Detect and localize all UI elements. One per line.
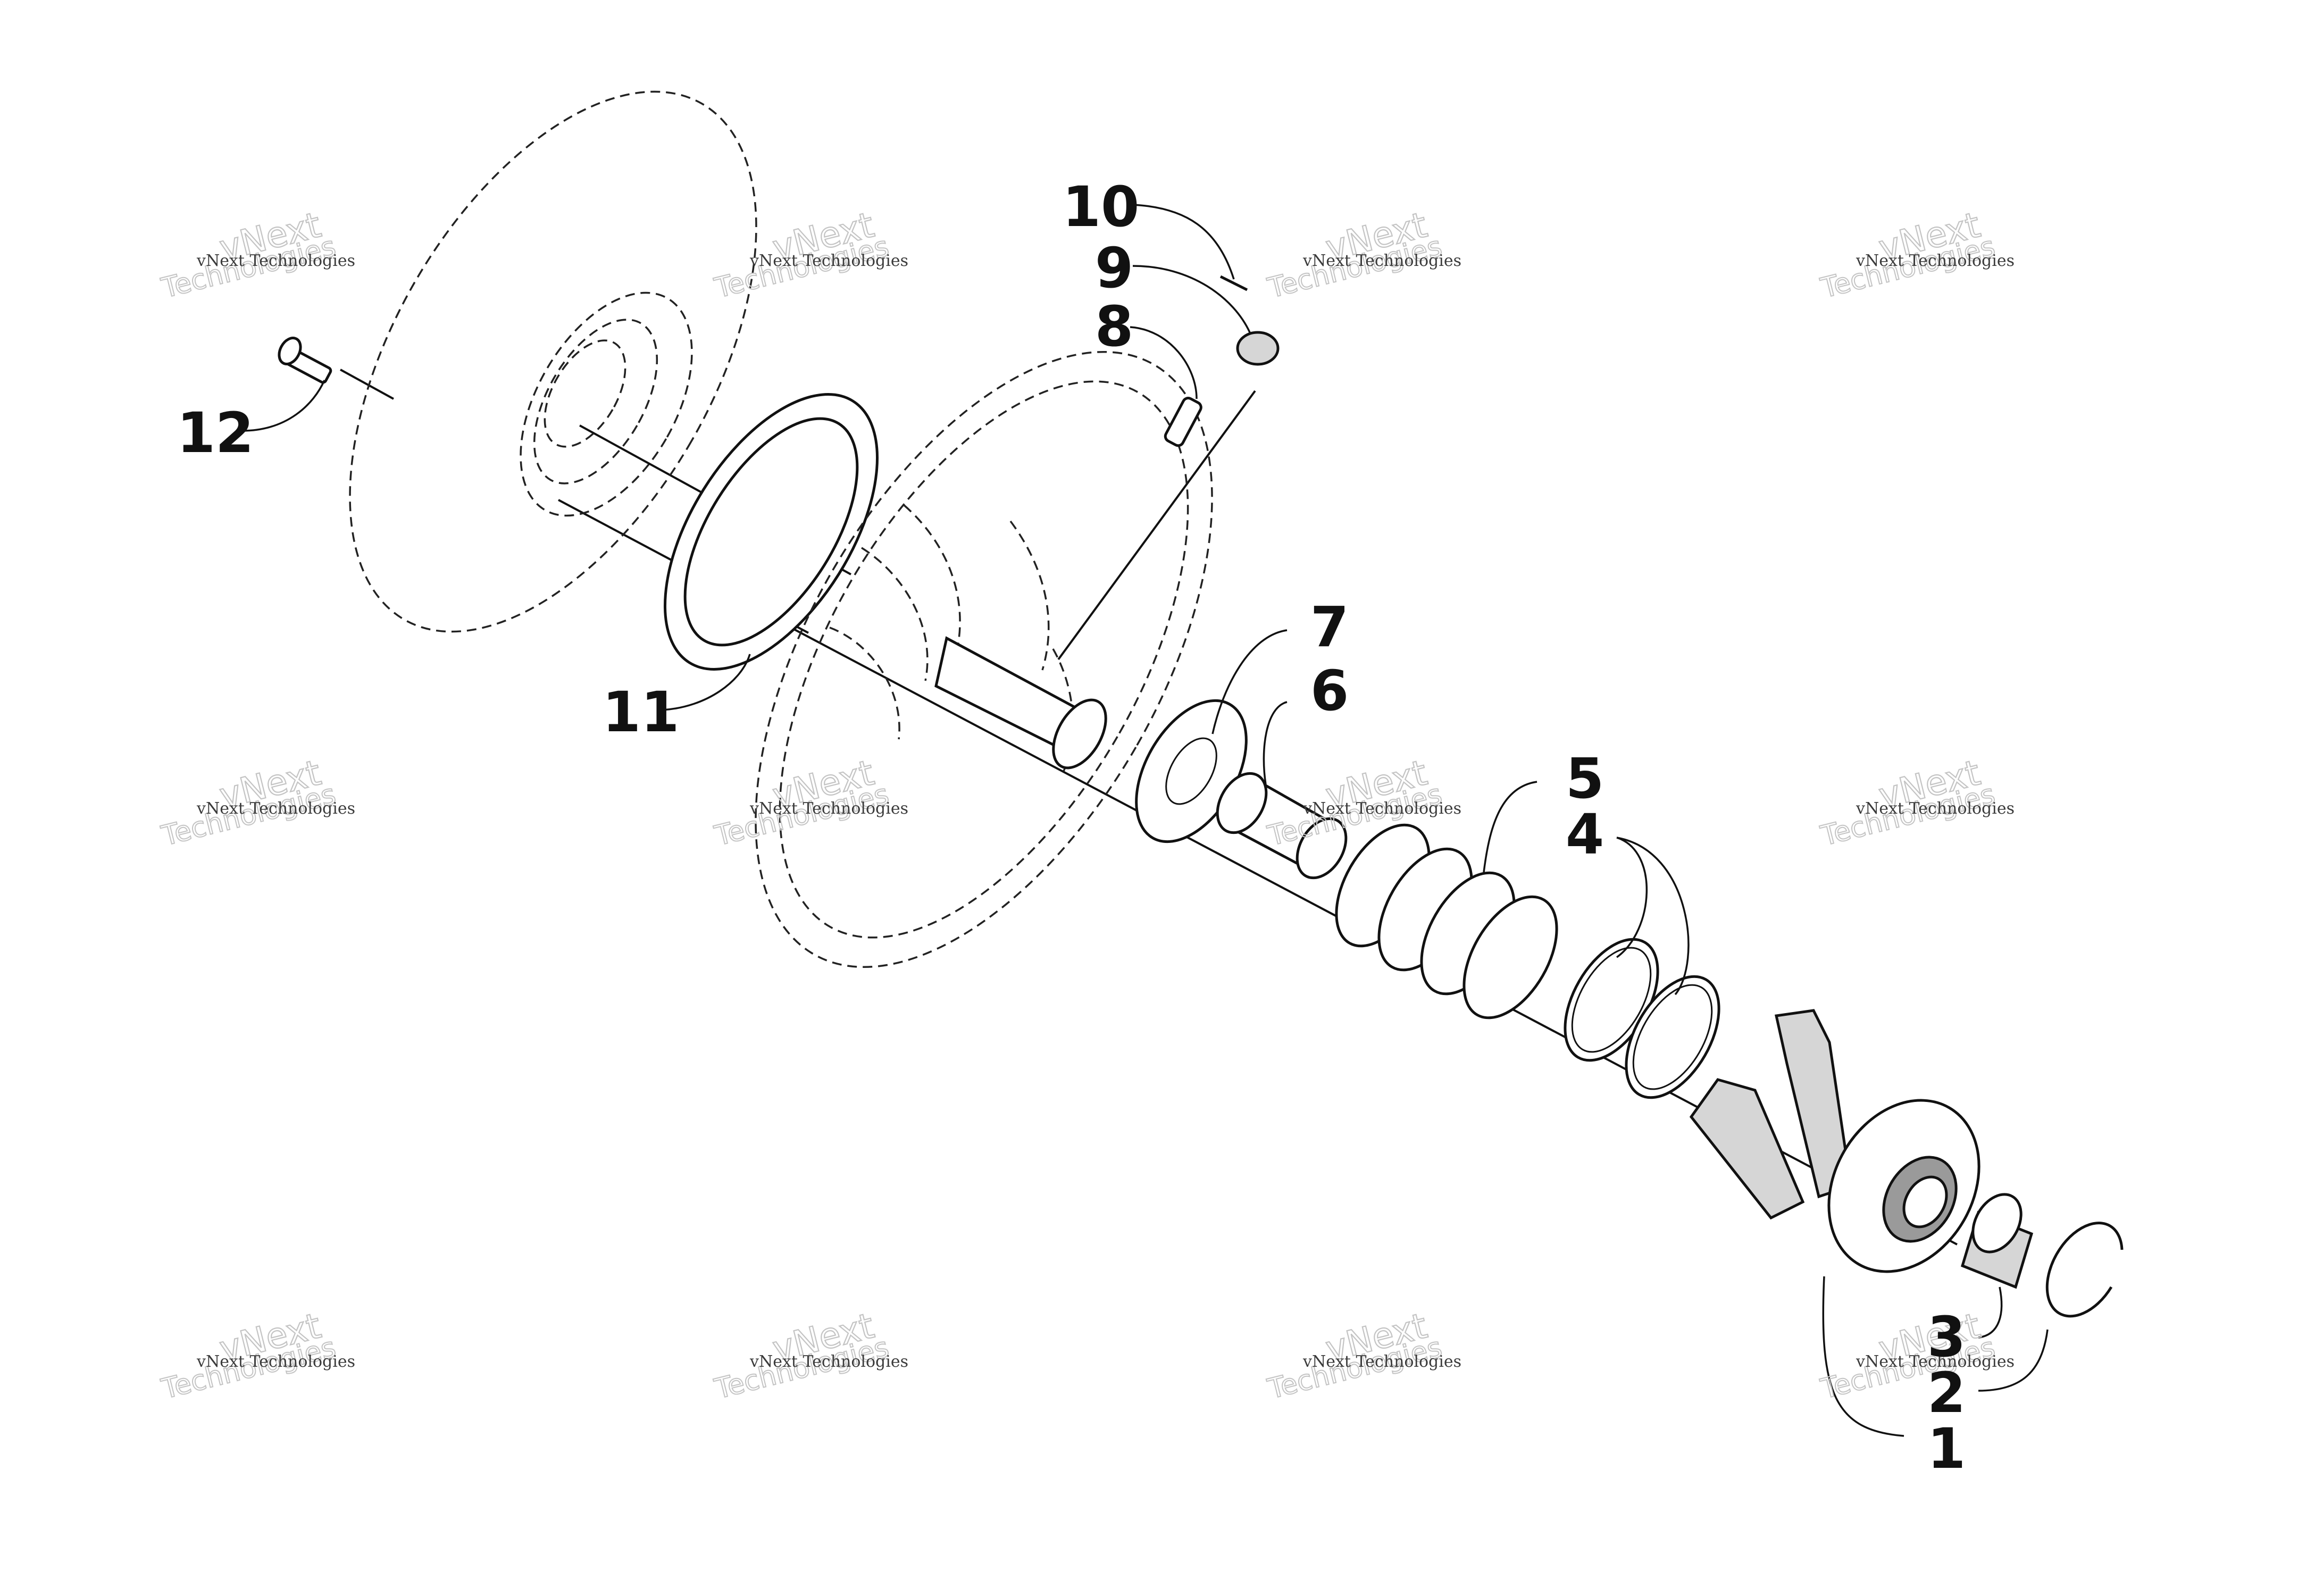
callout-6: 6 [1310, 658, 1349, 723]
watermark-text: vNext Technologies [1856, 252, 2015, 270]
watermark-text: vNext Technologies [1302, 1352, 1461, 1371]
spring-part-5 [1335, 823, 1558, 1020]
callout-3: 3 [1927, 1305, 1966, 1369]
watermark-text: vNext Technologies [1856, 1352, 2015, 1371]
pin-part-10 [1219, 275, 1248, 291]
watermark-text: vNext Technologies [196, 1352, 355, 1371]
callout-labels: 1 2 3 4 5 6 7 8 9 10 11 12 [177, 174, 1966, 1481]
watermark-text: vNext Technologies [749, 799, 908, 818]
snap-ring-part-2 [2045, 1222, 2124, 1318]
callout-2: 2 [1927, 1360, 1966, 1425]
ring-parts-4 [1564, 938, 1720, 1099]
callout-10: 10 [1063, 174, 1140, 239]
watermark-text: vNext Technologies [1302, 799, 1461, 818]
bushing-part-6 [1216, 772, 1348, 880]
callout-7: 7 [1310, 595, 1349, 659]
watermark-text: vNext Technologies [1302, 252, 1461, 270]
bolt-axis-line [340, 369, 394, 400]
watermark-text: vNext Technologies [196, 799, 355, 818]
callout-4: 4 [1566, 802, 1604, 867]
dashed-outer-sheave [349, 90, 757, 633]
gasket-ring-part-11 [664, 393, 879, 671]
watermark-text: vNext Technologies [749, 1352, 908, 1371]
callout-12: 12 [177, 400, 254, 465]
callout-8: 8 [1095, 294, 1133, 359]
callout-9: 9 [1095, 236, 1133, 300]
roller-part-9 [1236, 331, 1280, 366]
pin-axis-line [1057, 390, 1256, 661]
leader-lines [241, 204, 2049, 1437]
watermark-text: vNext Technologies [749, 252, 908, 270]
callout-1: 1 [1927, 1416, 1966, 1481]
bushing-part-3 [1960, 1193, 2034, 1289]
bolt-part-12 [278, 337, 332, 384]
watermark-text: vNext Technologies [196, 252, 355, 270]
watermark-text: vNext Technologies [1856, 799, 2015, 818]
callout-5: 5 [1566, 746, 1604, 811]
callout-11: 11 [603, 680, 680, 745]
pin-part-8 [1164, 397, 1202, 447]
cam-part-1 [1689, 1009, 1981, 1273]
moveable-sheave [755, 350, 1213, 968]
